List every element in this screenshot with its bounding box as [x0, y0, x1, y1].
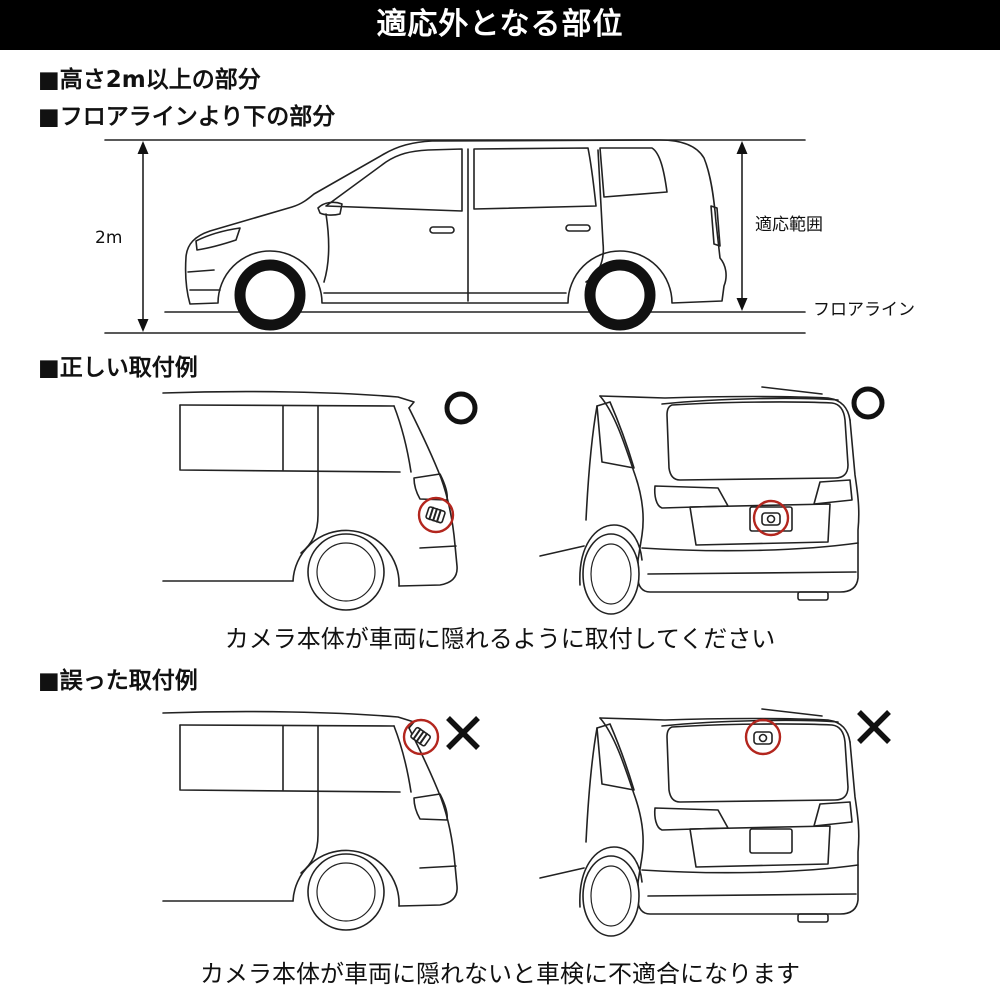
correct-examples-heading: ■正しい取付例 — [38, 355, 198, 381]
rear-tire — [582, 533, 640, 615]
left-body-side — [585, 405, 598, 521]
out-of-range-item-floor: ■フロアラインより下の部分 — [38, 104, 336, 130]
side-window — [596, 401, 635, 469]
camera-body — [761, 512, 781, 526]
body-outline — [184, 139, 727, 305]
camera-highlight-circle — [744, 718, 782, 756]
side-window-top — [179, 404, 395, 407]
minivan-rear-view — [539, 386, 860, 615]
camera-icon — [761, 512, 781, 526]
middle-side-window — [473, 147, 597, 210]
ng-cross-icon — [857, 710, 891, 744]
camera-lens — [766, 514, 776, 524]
minivan-side-view — [184, 139, 727, 331]
rear-spoiler — [661, 397, 839, 405]
wheel-arch — [292, 529, 400, 587]
wrong-examples-caption: カメラ本体が車両に隠れないと車検に不適合になります — [200, 960, 800, 988]
minivan-rear-side-view-wrong — [162, 710, 458, 931]
title-bar: 適応外となる部位 — [0, 0, 1000, 50]
side-window-frame — [179, 404, 401, 473]
front-side-window — [325, 148, 463, 212]
left-rear-pillar — [599, 395, 644, 561]
minivan-rear-side-view — [162, 390, 458, 611]
ng-cross-icon — [446, 716, 480, 750]
out-of-range-item-height: ■高さ2m以上の部分 — [38, 67, 261, 93]
camera-highlight-circle — [417, 496, 455, 534]
camera-icon — [410, 726, 432, 747]
right-body-side — [637, 419, 860, 593]
floor-line-label: フロアライン — [813, 300, 915, 320]
left-tail-light — [653, 485, 729, 509]
rear-profile — [398, 407, 458, 587]
right-tail-light — [813, 479, 853, 505]
camera-icon — [425, 506, 446, 524]
bumper-lower-line — [647, 571, 857, 575]
front-door-edge — [323, 213, 330, 283]
rear-wheel-rim — [316, 542, 376, 602]
range-arrow-head-bottom — [736, 298, 748, 311]
rear-wheel-rim — [590, 543, 632, 605]
front-tire — [234, 259, 306, 331]
page-title: 適応外となる部位 — [376, 7, 624, 42]
ok-circle-icon — [444, 391, 478, 425]
camera-stripes — [428, 506, 442, 523]
bumper-top-line — [641, 542, 859, 552]
tail-light — [710, 205, 721, 247]
camera-highlight-circle — [402, 718, 440, 756]
rear-tire — [584, 259, 656, 331]
d-pillar — [393, 405, 412, 473]
range-label: 適応範囲 — [755, 215, 823, 235]
camera-lens — [758, 733, 768, 743]
camera-stripes — [412, 728, 428, 745]
wrong-examples-heading: ■誤った取付例 — [38, 668, 198, 694]
rear-quarter-window — [599, 147, 668, 198]
side-sill — [539, 545, 585, 557]
tail-light — [413, 473, 449, 501]
front-bumper-line — [187, 269, 221, 291]
range-arrow-head-top — [736, 141, 748, 154]
roof-line — [162, 390, 415, 409]
rear-window — [666, 401, 849, 481]
camera-highlights — [402, 496, 790, 756]
height-label: 2m — [95, 228, 123, 248]
plate-recess — [689, 503, 831, 546]
headlight — [195, 227, 241, 251]
camera-icon — [753, 731, 773, 745]
height-arrow-head-bottom — [137, 319, 149, 332]
roof-antenna — [761, 386, 823, 395]
height-arrow-head-top — [137, 141, 149, 154]
minivan-rear-view-wrong — [539, 708, 860, 937]
rear-door-handle — [565, 224, 591, 232]
roof-line — [599, 395, 851, 421]
camera-highlight-circle — [752, 499, 790, 537]
front-door-handle — [429, 226, 455, 234]
ok-circle-icon — [851, 386, 885, 420]
rear-tire — [307, 533, 385, 611]
correct-examples-caption: カメラ本体が車両に隠れるように取付してください — [224, 625, 776, 653]
camera-body — [753, 731, 773, 745]
side-mirror — [317, 201, 343, 216]
license-plate — [749, 506, 793, 532]
tow-hitch — [797, 591, 829, 601]
rear-bumper-line — [419, 545, 457, 549]
fender-arch — [579, 524, 643, 586]
